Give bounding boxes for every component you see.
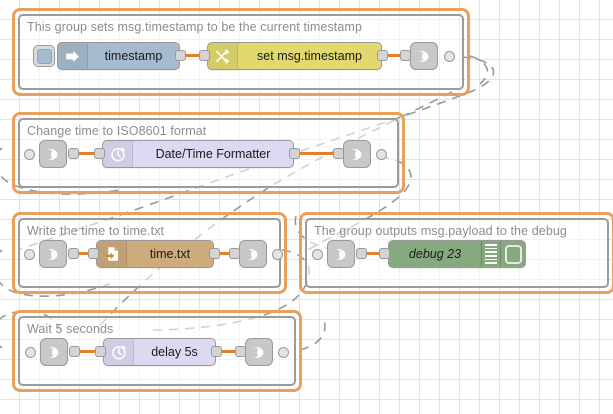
debug-toggle-indicator (504, 244, 522, 264)
node-link-in-5[interactable] (40, 338, 68, 366)
node-file-write-timetxt-label: time.txt (149, 247, 191, 261)
node-inject-timestamp[interactable]: timestamp (57, 42, 180, 70)
link-in-icon (333, 248, 345, 260)
group-debug-label: The group outputs msg.payload to the deb… (314, 224, 567, 238)
node-delay-5s-label: delay 5s (151, 345, 198, 359)
node-link-in-4[interactable] (327, 240, 355, 268)
node-inject-timestamp-label: timestamp (104, 49, 163, 63)
node-change-set-timestamp[interactable]: set msg.timestamp (207, 42, 382, 70)
inject-trigger-knob (36, 48, 52, 64)
node-date-time-formatter[interactable]: Date/Time Formatter (102, 140, 294, 168)
node-debug-23-label: debug 23 (408, 247, 462, 261)
wire-delay-to-linkout5 (221, 350, 239, 353)
port-input-file[interactable] (88, 248, 99, 259)
port-input-change[interactable] (199, 50, 210, 61)
port-input-datetime[interactable] (94, 148, 105, 159)
node-link-in-3[interactable] (39, 240, 67, 268)
port-output-linkin-3[interactable] (68, 248, 79, 259)
port-output-linkout-1[interactable] (444, 51, 455, 62)
node-link-out-5[interactable] (245, 338, 273, 366)
port-input-linkout-5[interactable] (235, 346, 246, 357)
port-output-linkout-5[interactable] (278, 347, 289, 358)
port-input-linkin-3[interactable] (24, 249, 35, 260)
wire-linkin5-to-delay (79, 350, 99, 353)
link-in-icon (45, 248, 57, 260)
port-input-linkout-3[interactable] (229, 248, 240, 259)
wire-datetime-to-linkout2 (299, 152, 337, 155)
port-input-linkin-4[interactable] (312, 249, 323, 260)
node-link-in-2[interactable] (39, 140, 67, 168)
wire-inject-to-change (185, 54, 204, 57)
node-change-set-timestamp-label: set msg.timestamp (257, 49, 362, 63)
link-out-icon (245, 248, 257, 260)
port-output-change[interactable] (377, 50, 388, 61)
group-timestamp-label: This group sets msg.timestamp to be the … (27, 20, 362, 34)
port-output-inject[interactable] (175, 50, 186, 61)
debug-enable-toggle[interactable] (500, 241, 525, 267)
port-input-delay[interactable] (95, 346, 106, 357)
arrow-right-icon (58, 43, 88, 69)
port-input-debug[interactable] (379, 248, 390, 259)
link-out-icon (251, 346, 263, 358)
node-link-out-2[interactable] (343, 140, 371, 168)
node-date-time-formatter-label: Date/Time Formatter (155, 147, 271, 161)
link-out-icon (349, 148, 361, 160)
file-write-icon (97, 241, 127, 267)
port-input-linkout-2[interactable] (333, 148, 344, 159)
port-output-datetime[interactable] (289, 148, 300, 159)
wire-change-to-linkout (387, 54, 404, 57)
port-input-linkout-1[interactable] (400, 50, 411, 61)
node-delay-5s[interactable]: delay 5s (103, 338, 216, 366)
group-writefile-label: Write the time to time.txt (27, 224, 165, 238)
debug-lines-icon (481, 241, 500, 267)
port-output-linkin-2[interactable] (68, 148, 79, 159)
dashed-link-10 (469, 55, 489, 85)
node-link-out-3[interactable] (239, 240, 267, 268)
port-output-linkin-5[interactable] (69, 346, 80, 357)
port-output-delay[interactable] (211, 346, 222, 357)
port-output-linkout-2[interactable] (376, 149, 387, 160)
port-output-linkin-4[interactable] (356, 248, 367, 259)
node-file-write-timetxt[interactable]: time.txt (96, 240, 214, 268)
link-in-icon (46, 346, 58, 358)
link-in-icon (45, 148, 57, 160)
port-input-linkin-2[interactable] (24, 149, 35, 160)
group-wait-label: Wait 5 seconds (27, 322, 114, 336)
port-output-linkout-3[interactable] (272, 249, 283, 260)
port-output-file[interactable] (209, 248, 220, 259)
node-link-out-1[interactable] (410, 42, 438, 70)
group-iso8601-label: Change time to ISO8601 format (27, 124, 207, 138)
inject-trigger-button[interactable] (33, 45, 55, 67)
port-input-linkin-5[interactable] (25, 347, 36, 358)
clock-icon (103, 141, 133, 167)
dashed-link-9 (299, 315, 326, 351)
clock-icon (104, 339, 134, 365)
link-out-icon (416, 50, 428, 62)
node-debug-23[interactable]: debug 23 (388, 240, 526, 268)
shuffle-icon (208, 43, 238, 69)
